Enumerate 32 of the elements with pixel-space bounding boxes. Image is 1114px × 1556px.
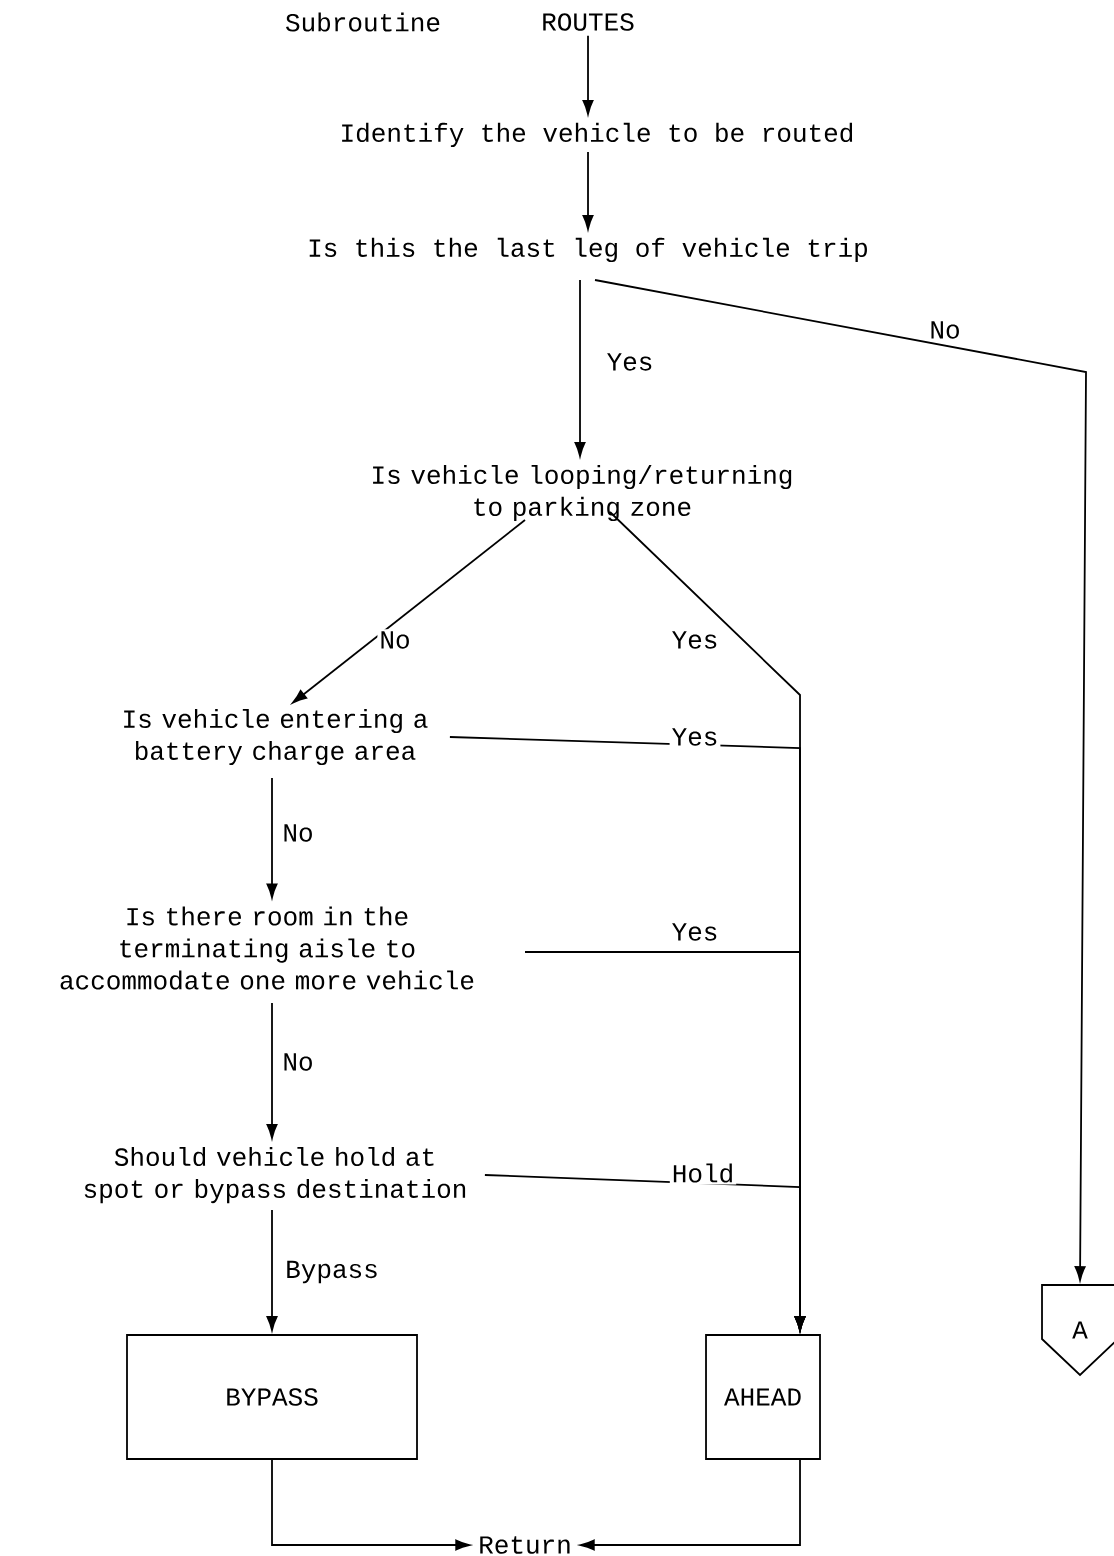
flow-step-text: Is this the last leg of vehicle trip (309, 237, 867, 263)
edge-label: No (280, 1051, 316, 1073)
flow-step-text: Identify the vehicle to be routed (342, 122, 853, 148)
flow-step-text: ROUTES (543, 13, 634, 31)
edge-label: Yes (604, 351, 656, 373)
edge-label: Bypass (283, 1258, 381, 1286)
edge-label: Yes (669, 629, 721, 651)
edge-label: No (927, 319, 963, 341)
edge-label: Yes (669, 921, 721, 943)
edge-label: Yes (669, 726, 721, 748)
heading-label: Subroutine (286, 12, 440, 32)
flow-step-text: Should vehicle hold at spot or bypass destination (84, 1146, 466, 1204)
arrow (574, 279, 586, 457)
off-page-connector: A (1041, 1284, 1114, 1377)
edge-label: Hold (669, 1161, 737, 1185)
process-box: BYPASS (126, 1334, 418, 1460)
arrow (266, 1002, 278, 1139)
flow-step-text: Return (480, 1536, 570, 1554)
process-box: AHEAD (705, 1334, 821, 1460)
arrow (266, 1209, 278, 1331)
arrow (271, 1459, 471, 1551)
arrow (582, 34, 594, 115)
edge-label: No (280, 822, 316, 844)
edge-label: No (377, 629, 413, 651)
flow-step-text: Is vehicle looping/returning to parking zone (373, 464, 792, 522)
flow-step-text: Is vehicle entering a battery charge area (124, 708, 428, 766)
arrow (266, 777, 278, 899)
flow-step-text: Is there room in the terminating aisle to accommodate one more vehicle (60, 906, 474, 990)
arrow (582, 151, 594, 230)
arrow (579, 1459, 801, 1551)
arrow (594, 279, 1087, 1281)
arrow (292, 519, 526, 704)
